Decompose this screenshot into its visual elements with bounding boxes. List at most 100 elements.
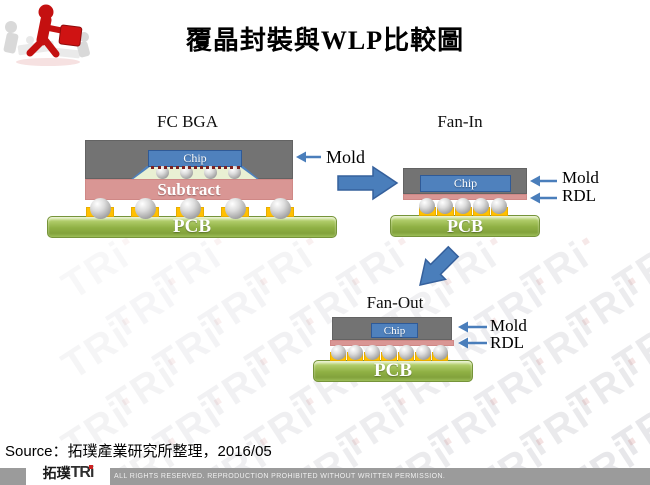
- watermark-tri: TRi: [54, 312, 138, 389]
- fanin-mold-arrow-icon: [530, 175, 557, 187]
- watermark-tri: TRi: [514, 392, 598, 469]
- solder-ball: [364, 345, 380, 360]
- solder-ball: [330, 345, 346, 360]
- fanin-pcb-label: PCB: [447, 215, 483, 236]
- watermark-tri: TRi: [192, 352, 276, 429]
- tri-logo: 拓璞 TRi: [26, 461, 110, 485]
- watermark-dot-icon: [628, 357, 637, 366]
- walking-figure-icon: [3, 4, 90, 66]
- copyright-text: ALL RIGHTS RESERVED. REPRODUCTION PROHIB…: [114, 473, 446, 480]
- fcbga-title: FC BGA: [157, 112, 218, 131]
- fcbga-mold-callout: Mold: [326, 147, 366, 167]
- watermark-tri: TRi: [514, 312, 598, 389]
- watermark-dot-icon: [306, 397, 315, 406]
- footer-bar: [0, 468, 650, 485]
- fanin-rdl-arrow-icon: [530, 192, 557, 204]
- fanout-pcb-label: PCB: [374, 360, 412, 381]
- watermark-dot-icon: [168, 357, 177, 366]
- watermark-dot-icon: [536, 437, 545, 446]
- watermark-dot-icon: [398, 397, 407, 406]
- watermark-tri: TRi: [330, 392, 414, 469]
- watermark-dot-icon: [168, 277, 177, 286]
- watermark-dot-icon: [582, 317, 591, 326]
- fcbga-mold-arrow-icon: [296, 151, 321, 163]
- solder-ball: [347, 345, 363, 360]
- watermark-dot-icon: [214, 317, 223, 326]
- watermark-dot-icon: [582, 237, 591, 246]
- watermark-dot-icon: [536, 357, 545, 366]
- watermark-dot-icon: [490, 397, 499, 406]
- watermark-dot-icon: [352, 437, 361, 446]
- fanout-rdl-arrow-icon: [458, 337, 487, 349]
- watermark-dot-icon: [582, 397, 591, 406]
- watermark-dot-icon: [444, 277, 453, 286]
- solder-ball: [432, 345, 448, 360]
- solder-ball: [381, 345, 397, 360]
- watermark-dot-icon: [628, 277, 637, 286]
- fcbga-chip-label: Chip: [183, 151, 207, 165]
- watermark-dot-icon: [122, 317, 131, 326]
- fanout-rdl-callout: RDL: [490, 333, 524, 352]
- solder-ball: [437, 198, 453, 214]
- watermark-dot-icon: [536, 277, 545, 286]
- watermark-tri: TRi: [468, 352, 552, 429]
- fcbga-pcb: PCB: [47, 216, 337, 238]
- watermark-tri: TRi: [514, 232, 598, 309]
- fcbga-substrate: Subtract: [85, 179, 293, 200]
- logo-i-dot-icon: [89, 465, 94, 469]
- watermark-dot-icon: [490, 237, 499, 246]
- solder-ball: [398, 345, 414, 360]
- watermark-tri: TRi: [192, 272, 276, 349]
- watermark-tri: TRi: [238, 232, 322, 309]
- solder-ball: [473, 198, 489, 214]
- fanin-rdl: [403, 194, 527, 200]
- watermark-dot-icon: [260, 357, 269, 366]
- watermark-tri: TRi: [146, 312, 230, 389]
- fanin-mold-callout: Mold: [562, 168, 599, 187]
- watermark-dot-icon: [306, 237, 315, 246]
- watermark-dot-icon: [628, 437, 637, 446]
- fcbga-chip: Chip: [148, 150, 242, 167]
- watermark-tri: TRi: [100, 272, 184, 349]
- fanin-title: Fan-In: [437, 112, 483, 131]
- solder-ball: [415, 345, 431, 360]
- watermark-tri: TRi: [606, 312, 650, 389]
- watermark-dot-icon: [444, 437, 453, 446]
- fanout-rdl: [330, 340, 454, 346]
- fanout-mold-arrow-icon: [458, 321, 487, 333]
- watermark-tri: TRi: [606, 232, 650, 309]
- solder-ball: [419, 198, 435, 214]
- watermark-dot-icon: [122, 237, 131, 246]
- tri-logo-en-text: TRi: [70, 464, 95, 481]
- watermark-tri: TRi: [100, 352, 184, 429]
- watermark-dot-icon: [214, 397, 223, 406]
- walking-figure-logo: [0, 0, 95, 68]
- watermark-dot-icon: [398, 237, 407, 246]
- fcbga-substrate-label: Subtract: [157, 179, 221, 199]
- fcbga-bump-row: [151, 166, 240, 169]
- page-title: 覆晶封裝與WLP比較圖: [185, 26, 465, 55]
- tri-logo-zh: 拓璞: [42, 465, 71, 481]
- fanin-rdl-callout: RDL: [562, 186, 596, 205]
- arrow-right-icon: [337, 165, 399, 201]
- watermark-tri: TRi: [422, 392, 506, 469]
- fanout-chip-label: Chip: [383, 324, 406, 337]
- watermark-dot-icon: [352, 277, 361, 286]
- watermark-tri: TRi: [606, 392, 650, 469]
- watermark-tri: TRi: [560, 352, 644, 429]
- watermark-dot-icon: [306, 317, 315, 326]
- watermark-dot-icon: [214, 237, 223, 246]
- fcbga-pcb-label: PCB: [173, 216, 211, 237]
- watermark-dot-icon: [260, 277, 269, 286]
- tri-logo-en: TRi: [70, 464, 95, 482]
- fanin-chip-label: Chip: [453, 176, 478, 190]
- solder-ball: [491, 198, 507, 214]
- watermark-tri: TRi: [54, 232, 138, 309]
- fanin-pcb: PCB: [390, 215, 540, 237]
- fanout-pcb: PCB: [313, 360, 473, 382]
- fanout-chip: Chip: [371, 323, 418, 338]
